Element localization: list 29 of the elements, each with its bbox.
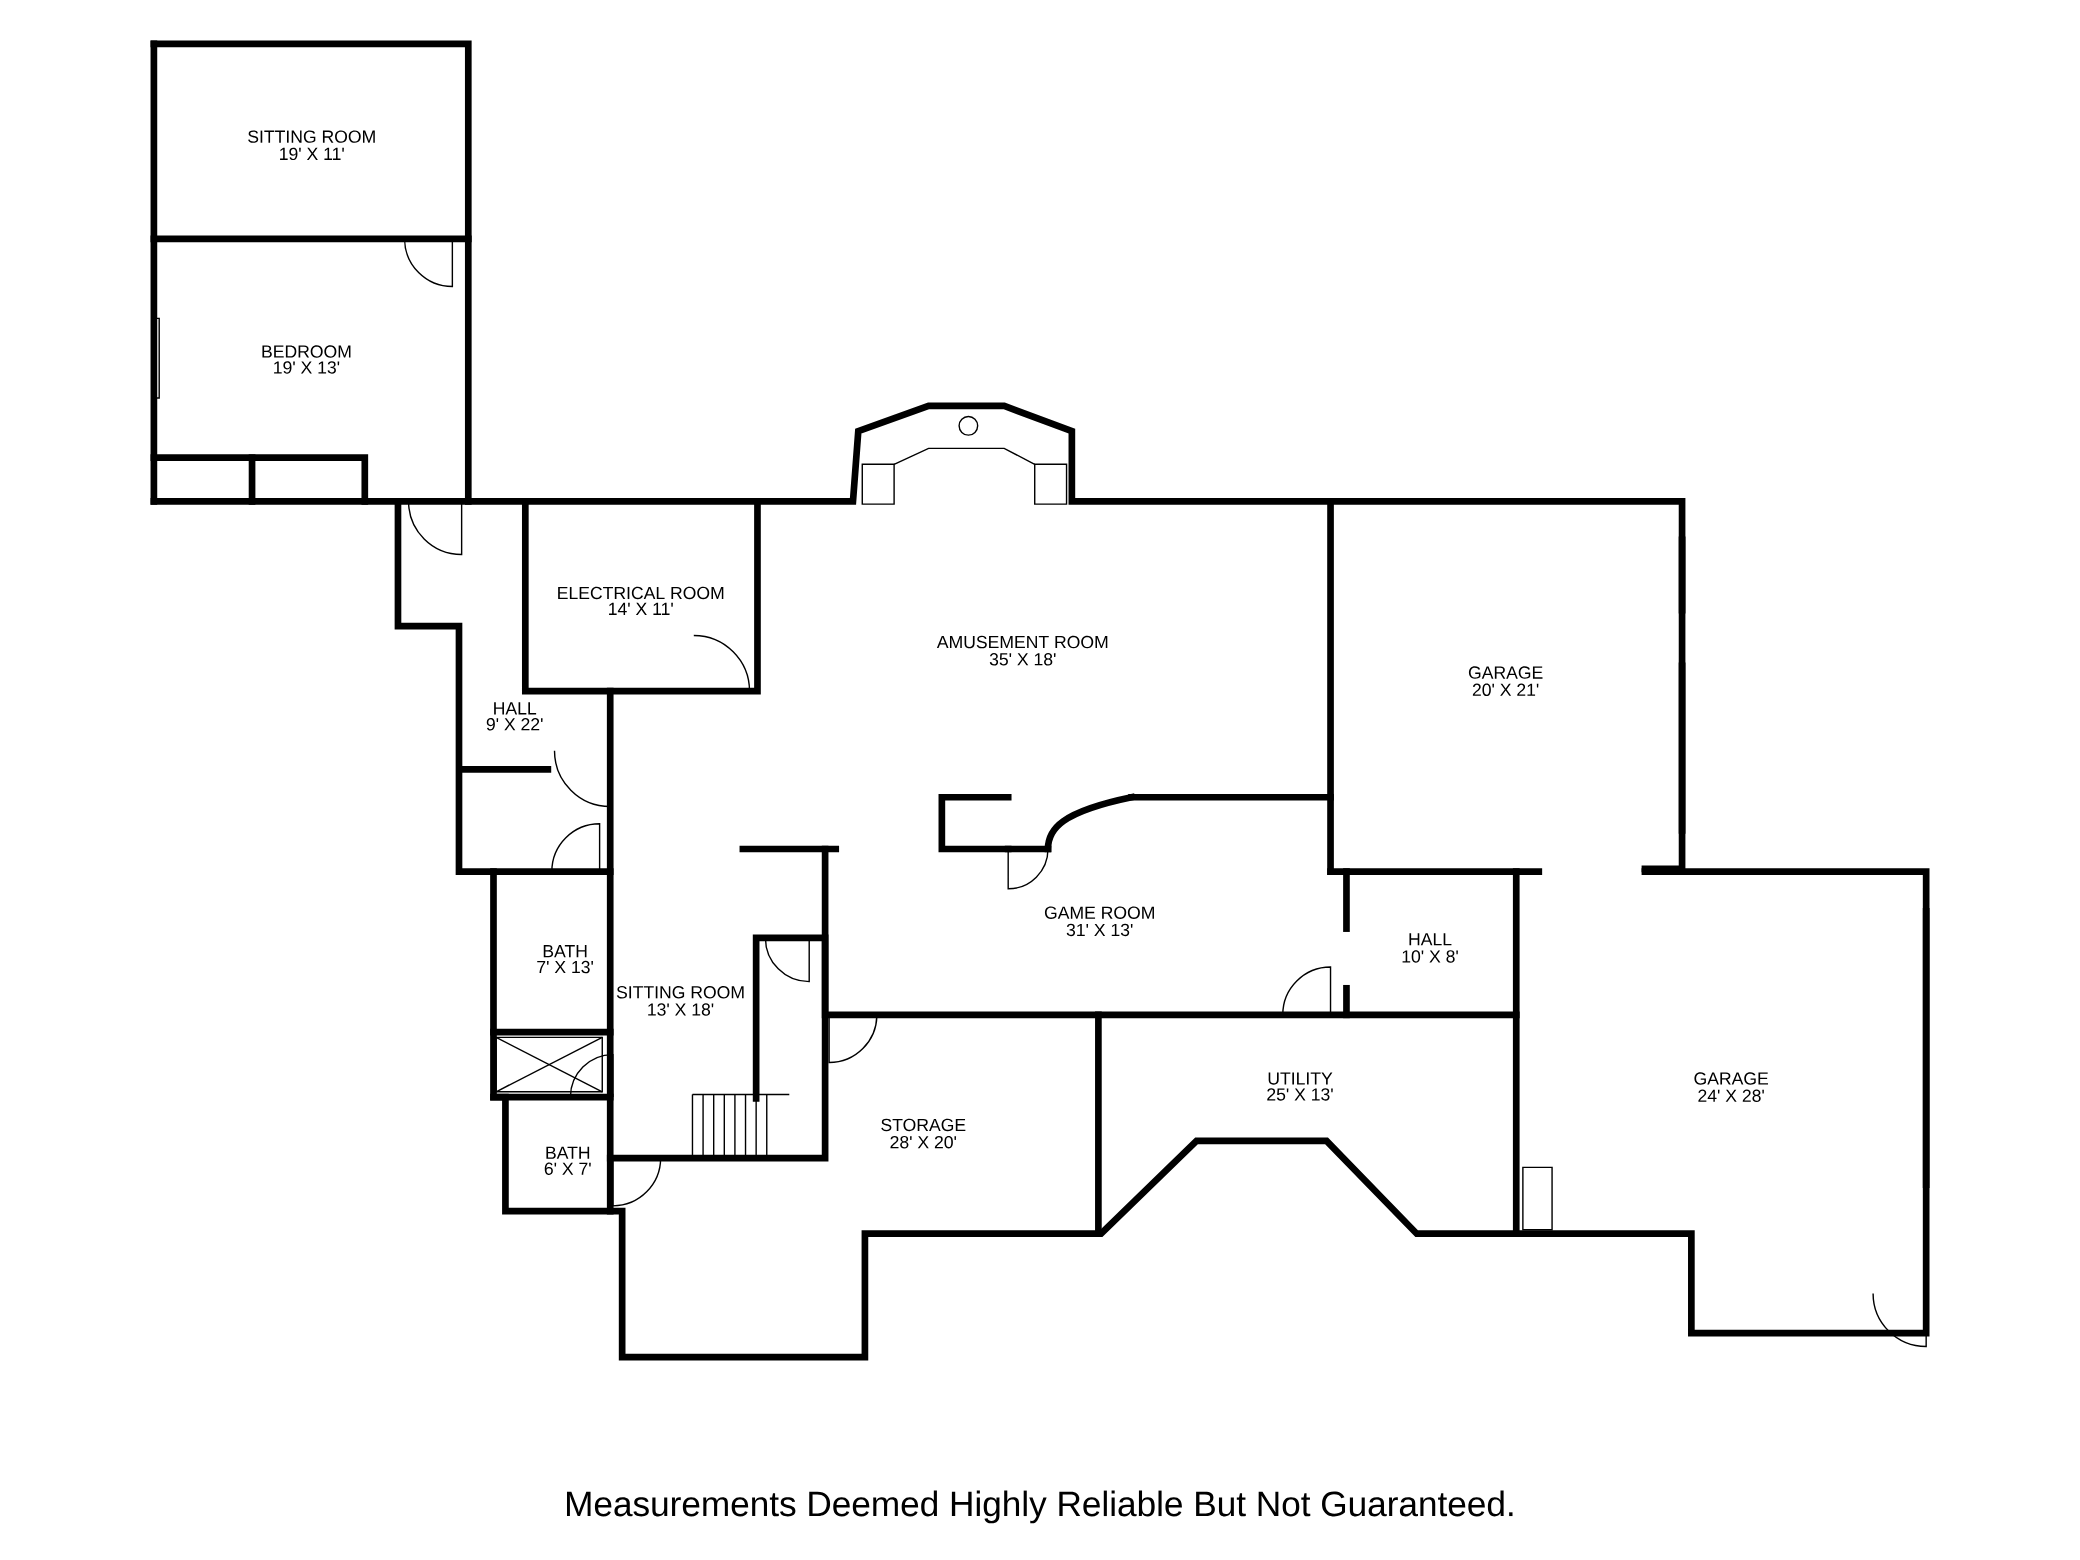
room-name: HALL xyxy=(494,702,537,715)
room-dimension: 10' X 8' xyxy=(1402,950,1458,963)
room-dimension: 28' X 20' xyxy=(890,1135,957,1149)
caption: Measurements Deemed Highly Reliable But Not Guaranteed. xyxy=(567,1490,1513,1524)
room-dimension: 19' X 11' xyxy=(280,147,344,161)
room-dimension: 9' X 22' xyxy=(486,718,543,731)
room-name: AMUSEMENT ROOM xyxy=(936,635,1108,649)
room-name: UTILITY xyxy=(1268,1072,1333,1085)
room-dimension: 31' X 13' xyxy=(1066,923,1133,937)
room-dimension: 35' X 18' xyxy=(989,653,1056,666)
room-dimension: 25' X 13' xyxy=(1267,1088,1333,1101)
room-name: GARAGE xyxy=(1694,1072,1768,1085)
room-dimension: 19' X 13' xyxy=(274,361,340,374)
room-dimension: 13' X 18' xyxy=(648,1003,714,1016)
room-dimension: 24' X 28' xyxy=(1698,1089,1764,1102)
room-name: BEDROOM xyxy=(262,345,351,358)
room-dimension: 20' X 21' xyxy=(1472,683,1539,697)
room-name: SITTING ROOM xyxy=(248,130,375,143)
room-dimension: 6' X 7' xyxy=(544,1162,591,1175)
room-name: STORAGE xyxy=(881,1118,966,1132)
room-name: SITTING ROOM xyxy=(616,986,744,999)
room-name: HALL xyxy=(1409,933,1452,946)
room-name: ELECTRICAL ROOM xyxy=(558,586,724,600)
room-dimension: 14' X 11' xyxy=(609,602,673,615)
room-name: GARAGE xyxy=(1468,666,1543,679)
room-name: BATH xyxy=(546,1146,590,1159)
room-dimension: 7' X 13' xyxy=(537,960,593,974)
room-name: GAME ROOM xyxy=(1044,906,1154,919)
room-name: BATH xyxy=(543,945,587,958)
